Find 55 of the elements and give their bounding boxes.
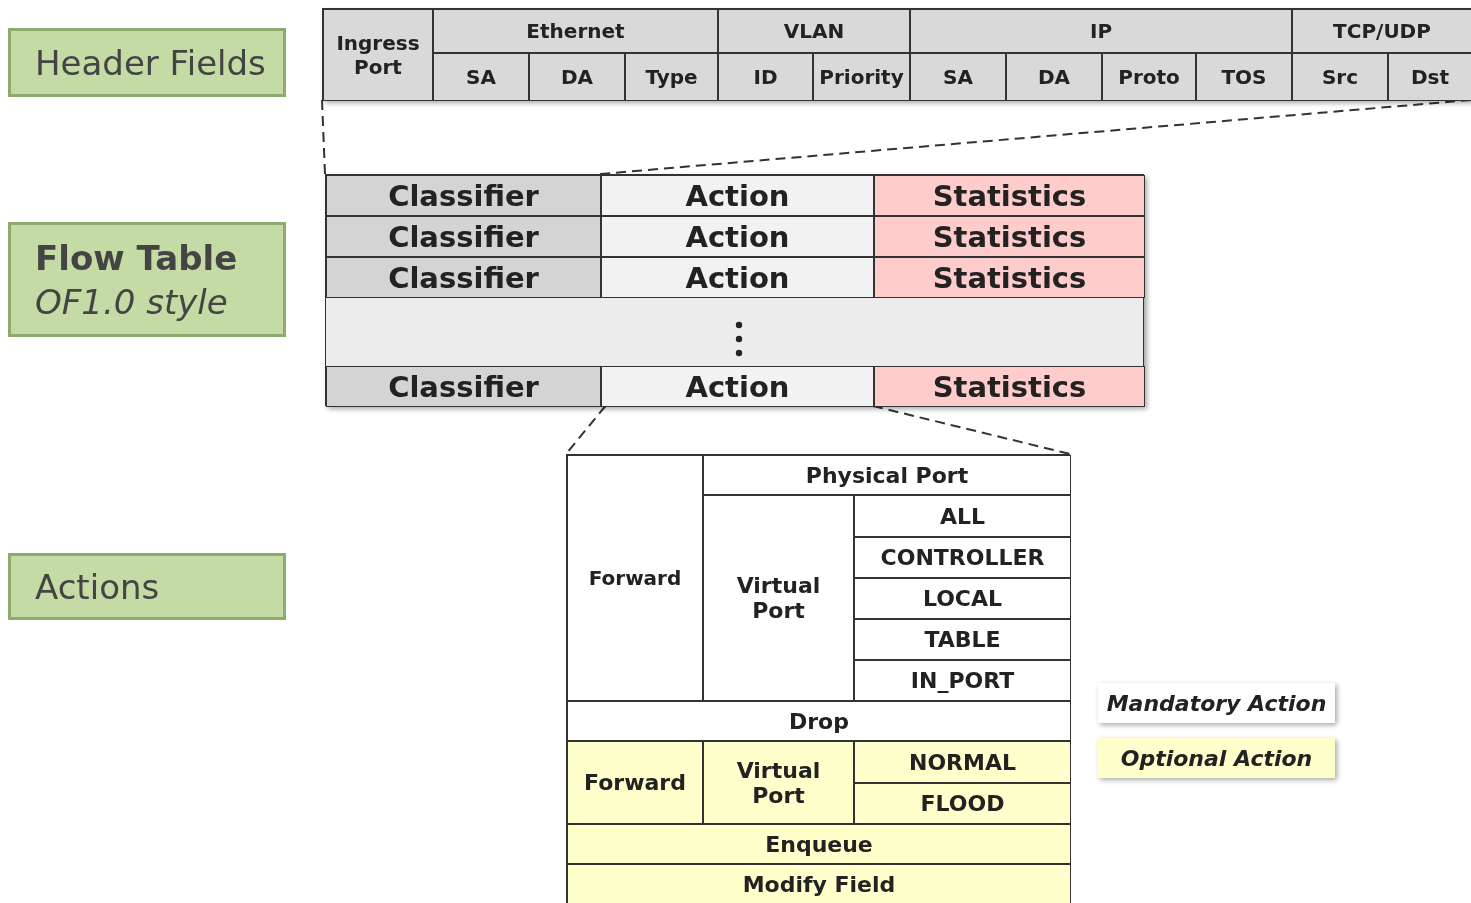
action-type-cell: Forward <box>567 455 703 701</box>
action-type-cell: FLOOD <box>854 783 1071 824</box>
statistics-cell: Statistics <box>874 366 1145 407</box>
action-type-cell: LOCAL <box>854 578 1071 619</box>
action-cell: Action <box>601 366 874 407</box>
header-field-cell: DA <box>529 53 625 101</box>
classifier-cell: Classifier <box>326 257 601 298</box>
action-type-cell: IN_PORT <box>854 660 1071 701</box>
header-table <box>322 8 1471 100</box>
section-panel <box>8 222 286 337</box>
dashed-connector <box>872 405 1071 455</box>
classifier-cell: Classifier <box>326 216 601 257</box>
header-field-cell: ID <box>718 53 813 101</box>
header-field-cell: Ingress Port <box>323 9 433 101</box>
action-type-cell: Forward <box>567 741 703 824</box>
header-field-cell: Priority <box>813 53 910 101</box>
action-type-cell: CONTROLLER <box>854 537 1071 578</box>
statistics-cell: Statistics <box>874 175 1145 216</box>
panel-subtitle: OF1.0 style <box>35 280 228 324</box>
statistics-cell: Statistics <box>874 257 1145 298</box>
action-table <box>566 454 1070 903</box>
flow-table <box>325 174 1144 406</box>
section-label: Actions <box>8 553 286 620</box>
header-field-cell: Type <box>625 53 718 101</box>
section-label: Header Fields <box>8 28 286 97</box>
header-field-cell: TCP/UDP <box>1292 9 1471 53</box>
header-field-cell: Proto <box>1102 53 1196 101</box>
header-field-cell: VLAN <box>718 9 910 53</box>
header-field-cell: SA <box>433 53 529 101</box>
legend-label: Mandatory Action <box>1106 690 1327 716</box>
action-type-cell: Virtual Port <box>703 741 854 824</box>
action-type-cell: Physical Port <box>703 455 1071 495</box>
action-cell: Action <box>601 257 874 298</box>
dashed-connector <box>321 99 326 175</box>
header-field-cell: Src <box>1292 53 1388 101</box>
action-type-cell: ALL <box>854 495 1071 537</box>
header-field-cell: IP <box>910 9 1292 53</box>
statistics-cell: Statistics <box>874 216 1145 257</box>
action-type-cell: Drop <box>567 701 1071 741</box>
header-field-cell: TOS <box>1196 53 1292 101</box>
action-type-cell: TABLE <box>854 619 1071 660</box>
classifier-cell: Classifier <box>326 175 601 216</box>
action-type-cell: Enqueue <box>567 824 1071 864</box>
action-type-cell: NORMAL <box>854 741 1071 783</box>
action-type-cell: Modify Field <box>567 864 1071 903</box>
legend-label: Optional Action <box>1120 745 1313 771</box>
header-field-cell: Dst <box>1388 53 1471 101</box>
header-field-cell: SA <box>910 53 1006 101</box>
action-cell: Action <box>601 216 874 257</box>
classifier-cell: Classifier <box>326 366 601 407</box>
action-cell: Action <box>601 175 874 216</box>
action-type-cell: Virtual Port <box>703 495 854 701</box>
panel-title: Flow Table <box>35 236 238 280</box>
header-field-cell: DA <box>1006 53 1102 101</box>
header-field-cell: Ethernet <box>433 9 718 53</box>
